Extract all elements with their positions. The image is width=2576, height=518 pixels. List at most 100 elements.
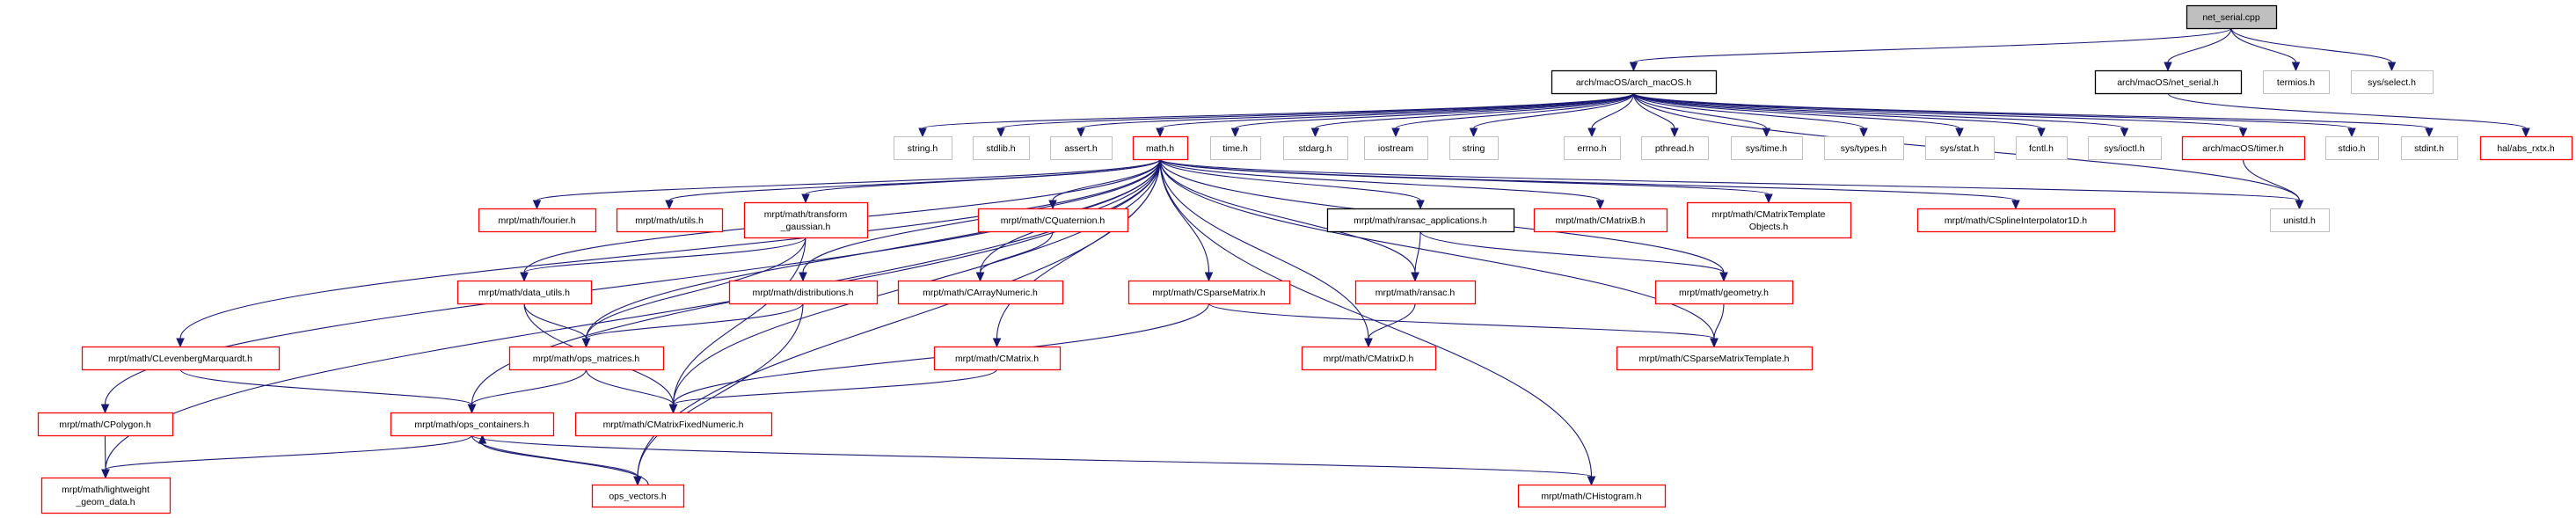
- arrowhead-icon: [581, 338, 591, 348]
- dependency-edge: [1314, 92, 1635, 129]
- dependency-edge: [1208, 303, 1715, 339]
- node-sys-ioctl: sys/ioctl.h: [2088, 136, 2162, 160]
- node-box: [1210, 136, 1261, 160]
- dependency-edge: [1159, 158, 1602, 201]
- node-box: [1551, 69, 1718, 95]
- node-fourier[interactable]: mrpt/math/fourier.h: [478, 208, 597, 233]
- node-iostream: iostream: [1364, 136, 1428, 160]
- arrowhead-icon: [2347, 128, 2356, 138]
- arrowhead-icon: [1204, 272, 1214, 282]
- node-geometry[interactable]: mrpt/math/geometry.h: [1654, 280, 1794, 305]
- node-label: mrpt/math/CHistogram.h: [1541, 492, 1642, 502]
- node-label: mrpt/math/CMatrix.h: [955, 354, 1039, 364]
- node-box: [973, 136, 1030, 160]
- node-ransac-app[interactable]: mrpt/math/ransac_applications.h: [1326, 208, 1515, 233]
- node-spline[interactable]: mrpt/math/CSplineInterpolator1D.h: [1916, 208, 2116, 233]
- node-cmatrix[interactable]: mrpt/math/CMatrix.h: [933, 346, 1062, 371]
- node-box: [1517, 484, 1667, 508]
- node-chist[interactable]: mrpt/math/CHistogram.h: [1517, 484, 1667, 508]
- arrowhead-icon: [2291, 62, 2301, 72]
- arrowhead-icon: [176, 338, 185, 348]
- node-cmatrixb[interactable]: mrpt/math/CMatrixB.h: [1533, 208, 1668, 233]
- node-stdarg: stdarg.h: [1283, 136, 1348, 160]
- arrowhead-icon: [2295, 200, 2304, 210]
- node-label: sys/types.h: [1841, 143, 1887, 154]
- node-label: mrpt/math/CMatrixTemplate: [1712, 209, 1826, 220]
- node-lw[interactable]: mrpt/math/lightweight_geom_data.h: [40, 477, 171, 514]
- node-label: errno.h: [1577, 143, 1606, 154]
- dependency-edge: [1395, 92, 1635, 129]
- node-label: iostream: [1378, 143, 1414, 154]
- node-data-utils[interactable]: mrpt/math/data_utils.h: [456, 280, 593, 305]
- dependency-edge: [1159, 158, 1593, 478]
- node-box: [2094, 69, 2243, 95]
- dependency-edge: [1159, 92, 1635, 129]
- node-box: [1449, 136, 1499, 160]
- node-carray[interactable]: mrpt/math/CArrayNumeric.h: [897, 280, 1064, 305]
- node-cmfn[interactable]: mrpt/math/CMatrixFixedNumeric.h: [574, 412, 773, 437]
- node-box: [2088, 136, 2162, 160]
- node-arch-macos[interactable]: arch/macOS/arch_macOS.h: [1551, 69, 1718, 95]
- dependency-edge: [996, 158, 1161, 339]
- node-sys-select: sys/select.h: [2351, 70, 2434, 94]
- dependency-edge: [523, 237, 806, 274]
- node-label: mrpt/math/CMatrixD.h: [1324, 354, 1414, 364]
- node-transform[interactable]: mrpt/math/transform_gaussian.h: [743, 201, 869, 239]
- node-box: [1916, 208, 2116, 233]
- node-math[interactable]: math.h: [1132, 135, 1189, 161]
- node-cquat[interactable]: mrpt/math/CQuaternion.h: [977, 208, 1129, 233]
- node-box: [2263, 70, 2330, 94]
- arrowhead-icon: [2387, 62, 2397, 72]
- node-box: [897, 280, 1064, 305]
- node-cmatrixd[interactable]: mrpt/math/CMatrixD.h: [1301, 346, 1437, 371]
- node-box: [1533, 208, 1668, 233]
- node-label: assert.h: [1064, 143, 1098, 154]
- node-ransac[interactable]: mrpt/math/ransac.h: [1354, 280, 1477, 305]
- node-box: [933, 346, 1062, 371]
- node-ops-cont[interactable]: mrpt/math/ops_containers.h: [390, 412, 555, 437]
- node-label: sys/stat.h: [1940, 143, 1980, 154]
- node-label: math.h: [1146, 143, 1174, 154]
- dependency-edge: [2167, 27, 2232, 63]
- node-fcntl: fcntl.h: [2016, 136, 2068, 160]
- node-label: _geom_data.h: [75, 497, 135, 507]
- arrowhead-icon: [799, 272, 807, 282]
- dependency-edge: [2242, 158, 2301, 201]
- arrowhead-icon: [1364, 338, 1373, 348]
- node-box: [616, 208, 724, 233]
- node-box: [1364, 136, 1428, 160]
- node-stdio: stdio.h: [2325, 136, 2379, 160]
- dependency-edge: [1632, 92, 1768, 129]
- node-csparse[interactable]: mrpt/math/CSparseMatrix.h: [1127, 280, 1291, 305]
- node-distributions[interactable]: mrpt/math/distributions.h: [728, 280, 879, 305]
- node-net-serial-h[interactable]: arch/macOS/net_serial.h: [2094, 69, 2243, 95]
- node-cspt[interactable]: mrpt/math/CSparseMatrixTemplate.h: [1616, 346, 1813, 371]
- node-label: mrpt/math/CSparseMatrix.h: [1152, 288, 1266, 298]
- node-utils[interactable]: mrpt/math/utils.h: [616, 208, 724, 233]
- node-cpolygon[interactable]: mrpt/math/CPolygon.h: [37, 412, 174, 437]
- node-ops-vec[interactable]: ops_vectors.h: [591, 484, 685, 508]
- node-label: arch/macOS/timer.h: [2202, 143, 2284, 154]
- arrowhead-icon: [918, 128, 927, 138]
- dependency-edge: [179, 158, 1161, 339]
- dependency-edge: [805, 158, 1161, 195]
- node-clm[interactable]: mrpt/math/CLevenbergMarquardt.h: [81, 346, 281, 371]
- node-termios: termios.h: [2263, 70, 2330, 94]
- node-label: ops_vectors.h: [609, 492, 667, 502]
- node-timer[interactable]: arch/macOS/timer.h: [2181, 135, 2306, 161]
- node-label: net_serial.cpp: [2202, 12, 2260, 23]
- arrowhead-icon: [1230, 128, 1240, 138]
- node-ops-mat[interactable]: mrpt/math/ops_matrices.h: [508, 346, 665, 371]
- dependency-edge: [1368, 303, 1416, 339]
- arrowhead-icon: [2164, 62, 2172, 72]
- node-root[interactable]: net_serial.cpp: [2186, 4, 2278, 30]
- node-label: sys/select.h: [2368, 77, 2416, 88]
- node-label: mrpt/math/geometry.h: [1679, 288, 1769, 298]
- node-stdint: stdint.h: [2401, 136, 2458, 160]
- node-label: mrpt/math/CArrayNumeric.h: [923, 288, 1038, 298]
- dependency-edge: [1159, 158, 2017, 201]
- node-abs-rxtx[interactable]: hal/abs_rxtx.h: [2479, 135, 2573, 161]
- dependency-edge: [1713, 303, 1725, 339]
